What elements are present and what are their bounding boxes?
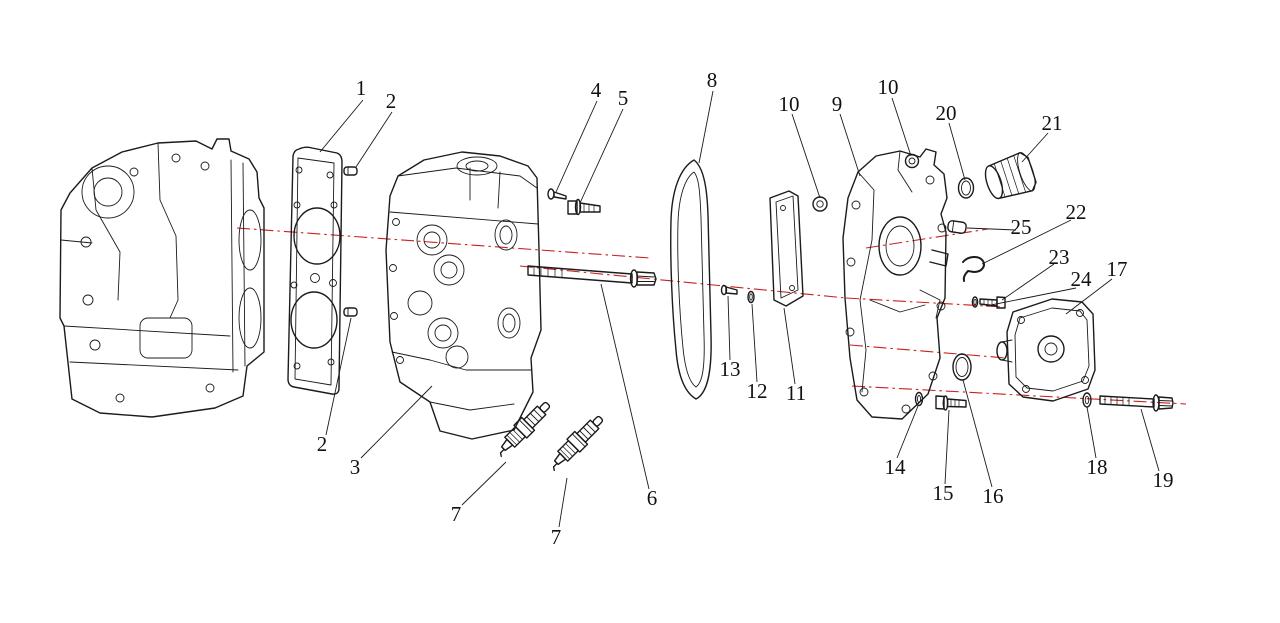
assembly-centerline [519,265,847,299]
leader-line [355,111,393,168]
callout-label: 4 [591,78,602,102]
dowel-pin-drawing [343,166,358,176]
leader-line [962,379,993,488]
callout-label: 5 [618,86,629,110]
spark-plug-drawing [499,401,551,458]
callout-label: 24 [1071,267,1093,291]
callout-label: 25 [1011,215,1032,239]
callout-label: 15 [933,481,954,505]
leader-line [981,219,1072,265]
callout-label: 7 [551,525,562,549]
leader-line [1065,278,1113,315]
callout-label: 17 [1107,257,1128,281]
callout-label: 19 [1153,468,1174,492]
washer-drawing [914,391,924,407]
leader-line [727,295,731,361]
leader-line [1086,406,1097,459]
callout-label: 10 [878,75,899,99]
callout-label: 7 [451,502,462,526]
callout-label: 1 [356,76,367,100]
callout-label: 18 [1087,455,1108,479]
callout-label: 12 [747,379,768,403]
cover-gasket-drawing [670,159,712,400]
callout-label: 6 [647,486,658,510]
washer-drawing [1082,392,1092,408]
bolt-drawing [1099,394,1174,412]
callout-label: 2 [386,89,397,113]
leader-line [325,317,352,436]
plug-cap-drawing [984,151,1037,200]
callout-label: 16 [983,484,1004,508]
leader-line [985,287,1077,307]
bolt-drawing [935,395,967,411]
leader-line [579,108,624,204]
pump-assembly-drawing [996,298,1096,402]
cylinder-block-drawing [59,138,265,418]
callout-label: 20 [936,101,957,125]
callout-label: 10 [779,92,800,116]
head-cover-drawing [842,148,949,420]
assembly-centerline [849,344,1007,359]
washer-drawing [971,296,979,308]
leader-lines [319,90,1160,528]
leader-line [461,461,507,506]
callout-label: 2 [317,432,328,456]
screw-drawing [720,284,738,296]
callout-labels: 1 2 4 5 8 10 9 10 20 21 22 25 23 24 17 1… [317,68,1174,549]
callout-label: 22 [1066,200,1087,224]
callout-label: 14 [885,455,907,479]
cylinder-head-bolt-drawing [527,265,657,288]
grommet-drawing [904,153,920,169]
o-ring-drawing [957,177,975,199]
dowel-pin-drawing [343,307,358,317]
grommet-drawing [812,196,828,212]
callout-label: 23 [1049,245,1070,269]
leader-line [1021,132,1049,163]
clip-drawing [962,256,985,282]
callout-label: 21 [1042,111,1063,135]
leader-line [555,100,598,193]
spark-plug-drawing [552,415,604,472]
assembly-centerline [851,385,1187,405]
assembly-centerline [236,227,651,259]
leader-line [891,97,912,157]
leader-line [319,99,364,153]
leader-line [698,90,714,164]
o-ring-drawing [952,353,972,381]
leader-line [558,477,568,528]
callout-label: 9 [832,92,843,116]
leader-line [948,122,966,181]
leader-line [791,113,821,199]
callout-label: 13 [720,357,741,381]
flange-bolt-drawing [567,198,601,216]
plate-drawing [769,190,804,307]
assembly-centerlines [236,227,1187,405]
leader-line [966,227,1017,231]
leader-line [944,409,950,485]
leader-line [896,405,919,459]
leader-line [1140,408,1160,472]
screw-drawing [547,188,567,200]
callout-label: 3 [350,455,361,479]
cylinder-head-drawing [385,151,542,440]
assembly-centerline [845,297,1005,308]
leader-line [783,307,796,385]
leader-line [751,303,758,383]
leader-line [600,283,650,490]
leader-line [1001,263,1055,301]
assembly-centerline [865,228,989,249]
leader-line [360,385,433,459]
leader-line [839,113,861,177]
washer-drawing [747,290,755,304]
head-gasket-drawing [287,146,343,395]
callout-label: 11 [786,381,806,405]
callout-label: 8 [707,68,718,92]
pin-drawing [947,220,967,234]
